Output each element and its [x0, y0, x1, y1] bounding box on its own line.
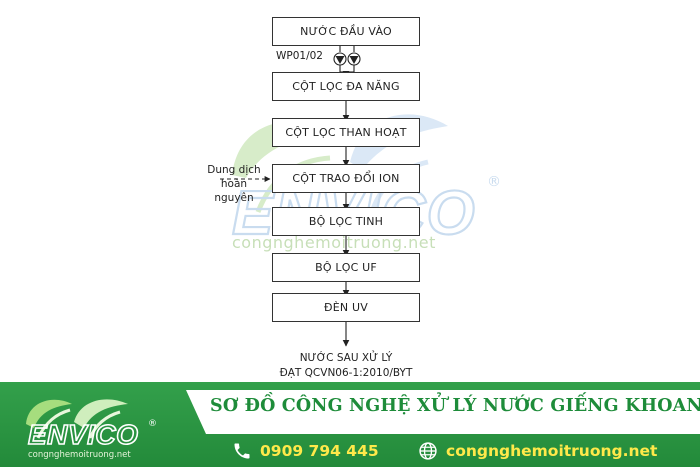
globe-icon [418, 441, 438, 461]
footer-title: SƠ ĐỒ CÔNG NGHỆ XỬ LÝ NƯỚC GIẾNG KHOAN [210, 396, 700, 416]
step-multimedia: CỘT LỌC ĐA NĂNG [272, 72, 420, 101]
pump-icon [347, 52, 361, 66]
contact-website[interactable]: congnghemoitruong.net [418, 438, 657, 464]
watermark-site: congnghemoitruong.net [232, 233, 436, 252]
output-label-line1: NƯỚC SAU XỬ LÝ [299, 352, 393, 364]
watermark-registered: ® [487, 174, 501, 190]
phone-icon [232, 441, 252, 461]
leaf-icon [26, 399, 72, 428]
regen-label-line1: Dung dịch [207, 164, 261, 176]
step-fine-filter: BỘ LỌC TINH [272, 207, 420, 236]
logo-graphic: ENVICO ® congnghemoitruong.net [26, 399, 157, 460]
logo-text: ENVICO [28, 419, 138, 450]
logo-site: congnghemoitruong.net [28, 450, 131, 460]
pump-icon [333, 52, 347, 66]
logo-registered: ® [148, 419, 157, 429]
contact-phone[interactable]: 0909 794 445 [232, 438, 379, 464]
website-link[interactable]: congnghemoitruong.net [446, 442, 658, 460]
regen-label: Dung dịch hoàn nguyên [204, 163, 264, 205]
regen-label-line2: hoàn nguyên [214, 178, 254, 204]
step-ion-exchange: CỘT TRAO ĐỔI ION [272, 164, 420, 193]
brand-logo: ENVICO ® congnghemoitruong.net [12, 388, 172, 464]
output-label-line2: ĐẠT QCVN06-1:2010/BYT [279, 367, 413, 379]
step-input: NƯỚC ĐẦU VÀO [272, 17, 420, 46]
step-uv-lamp: ĐÈN UV [272, 293, 420, 322]
footer-title-band [186, 390, 700, 434]
footer: SƠ ĐỒ CÔNG NGHỆ XỬ LÝ NƯỚC GIẾNG KHOAN E… [0, 382, 700, 467]
step-uf-filter: BỘ LỌC UF [272, 253, 420, 282]
output-label: NƯỚC SAU XỬ LÝ ĐẠT QCVN06-1:2010/BYT [246, 351, 446, 381]
pump-label: WP01/02 [276, 50, 323, 62]
step-carbon: CỘT LỌC THAN HOẠT [272, 118, 420, 147]
phone-number: 0909 794 445 [260, 442, 379, 460]
leaf-icon [74, 399, 128, 428]
